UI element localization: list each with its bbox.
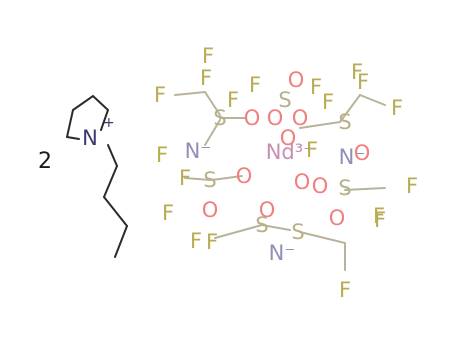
atom-n: N⁻ (185, 139, 212, 163)
atom-f: F (162, 201, 174, 225)
atom-f: F (249, 73, 261, 97)
stoichiometric-coefficient: 2 (38, 149, 52, 174)
atom-f: F (190, 229, 202, 253)
atom-s: S (213, 106, 226, 130)
atom-o: O (244, 106, 261, 130)
atom-n: N⁻ (269, 241, 296, 265)
atom-f: F (373, 204, 385, 228)
atom-s: S (338, 110, 351, 134)
atom-f: F (179, 166, 191, 190)
atom-f: F (351, 60, 363, 84)
atom-f: F (310, 75, 322, 99)
atom-o: O (267, 106, 284, 130)
atom-o: O (288, 68, 305, 92)
atom-o: O (294, 170, 311, 194)
cation-charge: + (103, 115, 115, 131)
atom-o: O (312, 174, 329, 198)
atom-f: F (227, 88, 239, 112)
anion-bonds (174, 91, 386, 271)
atom-o: O (236, 164, 253, 188)
atom-o: O (202, 198, 219, 222)
atom-s: S (278, 88, 291, 112)
atom-f: F (374, 208, 386, 232)
atom-f: F (339, 278, 351, 302)
atom-f: F (357, 70, 369, 94)
atom-f: F (154, 83, 166, 107)
atom-f: F (391, 96, 403, 120)
cation-nitrogen: N (82, 126, 98, 150)
atom-s: S (338, 176, 351, 200)
atom-o: O (259, 198, 276, 222)
atom-s: S (255, 213, 268, 237)
atom-f: F (322, 90, 334, 114)
cation: 2 N + (38, 94, 128, 258)
atom-o: O (292, 106, 309, 130)
atom-o: O (329, 206, 346, 230)
atom-f: F (306, 138, 318, 162)
atom-nd: Nd³⁺ (266, 140, 315, 164)
atom-f: F (156, 143, 168, 167)
atom-o: O (280, 126, 297, 150)
atom-s: S (291, 220, 304, 244)
atom-f: F (406, 174, 418, 198)
atom-n: N⁻ (339, 145, 366, 169)
atom-o: O (354, 141, 371, 165)
atom-f: F (202, 44, 214, 68)
atom-f: F (200, 66, 212, 90)
atom-f: F (206, 230, 218, 254)
atom-s: S (203, 168, 216, 192)
